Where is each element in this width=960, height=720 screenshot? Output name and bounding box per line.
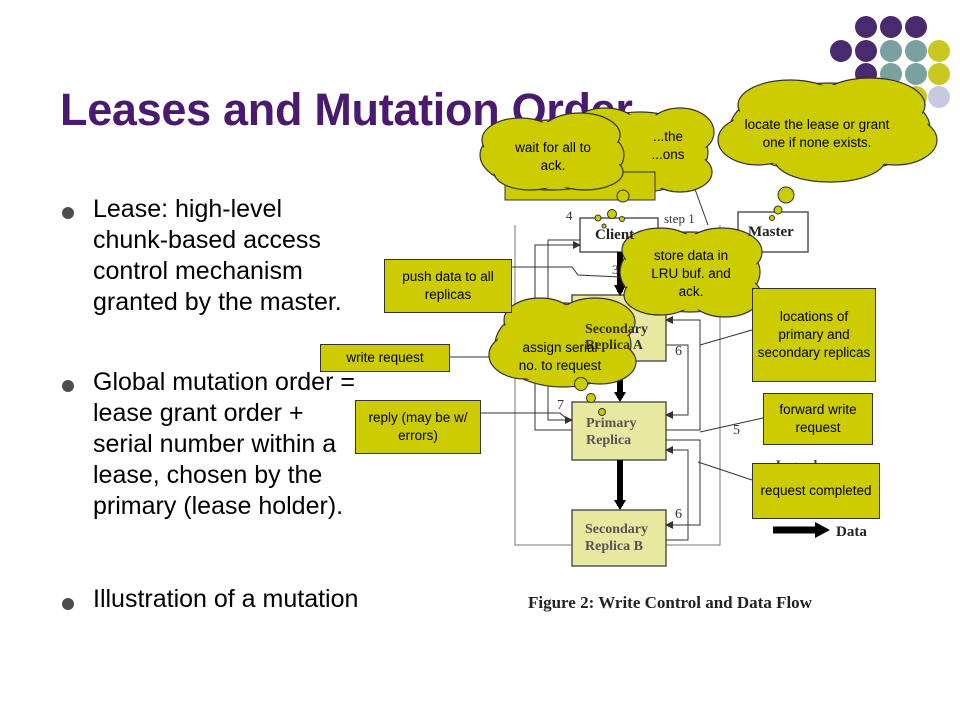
- pointer-line: [699, 329, 753, 346]
- bullet-line: chunk-based access: [93, 226, 321, 254]
- cloud-wait-ack-text: wait for all to ack.: [515, 140, 591, 173]
- secondary-b-line: Secondary: [585, 522, 648, 537]
- bullet-line: lease, chosen by the: [93, 461, 323, 489]
- cloud-identify-line: ...the: [652, 129, 684, 144]
- callout-forward-write: forward write request: [763, 393, 873, 445]
- dot-icon: [830, 40, 852, 62]
- bullet-line: Illustration of a mutation: [93, 585, 359, 613]
- bullet-icon: [62, 207, 74, 219]
- primary-line: Primary: [586, 416, 637, 431]
- bullet-line: Global mutation order =: [93, 368, 355, 396]
- pointer-line: [697, 461, 753, 481]
- figure-caption: Figure 2: Write Control and Data Flow: [528, 593, 812, 612]
- secondary-a-line: Replica A: [585, 338, 643, 353]
- cloud-identify-text: ...the ...ons: [638, 120, 698, 172]
- dot-icon: [905, 40, 927, 62]
- control-arrow-step5a: [665, 316, 701, 431]
- dot-icon: [880, 40, 902, 62]
- pointer-line: [699, 417, 764, 433]
- legend-data-label: Data: [836, 524, 867, 540]
- callout-reply: reply (may be w/ errors): [355, 400, 481, 454]
- secondary-a-line: Secondary: [585, 322, 648, 337]
- bullet-line: lease grant order +: [93, 399, 304, 427]
- step-label-4: 4: [566, 208, 573, 223]
- bullet-line: primary (lease holder).: [93, 492, 344, 520]
- secondary-a-label: Secondary Replica A: [585, 322, 648, 354]
- step-label-3: 3: [612, 262, 619, 277]
- dot-icon: [928, 63, 950, 85]
- dot-icon: [880, 16, 902, 38]
- control-arrow-step5b: [665, 439, 701, 529]
- bullet-icon: [62, 380, 74, 392]
- bullet-line: granted by the master.: [93, 288, 342, 316]
- pointer-line: [512, 266, 641, 279]
- cloud-identify-line: ...ons: [651, 147, 685, 162]
- bullet-icon: [62, 598, 74, 610]
- step-label-5: 5: [733, 423, 740, 438]
- bullet-line: serial number within a: [93, 430, 337, 458]
- cloud-store-data-text: store data in LRU buf. and ack.: [651, 248, 731, 299]
- step-label-6a: 6: [675, 344, 682, 359]
- step-label-7: 7: [557, 398, 564, 413]
- primary-line: Replica: [586, 433, 632, 448]
- dot-icon: [928, 86, 950, 108]
- callout-push-data: push data to all replicas: [384, 259, 512, 313]
- bullet-line: control mechanism: [93, 257, 303, 285]
- master-label: Master: [748, 224, 794, 240]
- cloud-store-data: [619, 227, 763, 318]
- callout-write-request: write request: [320, 344, 450, 372]
- dot-icon: [855, 40, 877, 62]
- secondary-b-line: Replica B: [585, 539, 643, 554]
- cloud-locate-lease-text: locate the lease or grant one if none ex…: [744, 117, 890, 150]
- control-arrow-step6b: [665, 446, 689, 541]
- dot-icon: [905, 16, 927, 38]
- secondary-b-label: Secondary Replica B: [585, 521, 648, 555]
- bullet-text-lease: Lease: high-level chunk-based access con…: [93, 194, 342, 318]
- bullet-line: Lease: high-level: [93, 195, 283, 223]
- callout-request-completed: request completed: [752, 463, 880, 519]
- cloud-locate-lease: [717, 77, 938, 183]
- callout-locations: locations of primary and secondary repli…: [752, 288, 876, 382]
- bullet-text-global-order: Global mutation order = lease grant orde…: [93, 367, 355, 522]
- cloud-wait-ack: [479, 112, 625, 191]
- bullet-text-illustration: Illustration of a mutation: [93, 584, 358, 615]
- secondary-replica-b-node: [571, 509, 667, 567]
- step-label-1: step 1: [664, 211, 695, 226]
- primary-replica-node: [571, 401, 667, 461]
- client-label: Client: [595, 227, 635, 243]
- step-label-6b: 6: [675, 507, 682, 522]
- dot-icon: [905, 63, 927, 85]
- dot-icon: [855, 16, 877, 38]
- control-arrow-step6a: [665, 344, 689, 419]
- cloud-assign-serial: [488, 297, 637, 388]
- pointer-line: [481, 412, 569, 421]
- cloud-assign-serial-text: assign serial no. to request: [518, 340, 602, 373]
- primary-label: Primary Replica: [586, 415, 637, 449]
- dot-icon: [928, 40, 950, 62]
